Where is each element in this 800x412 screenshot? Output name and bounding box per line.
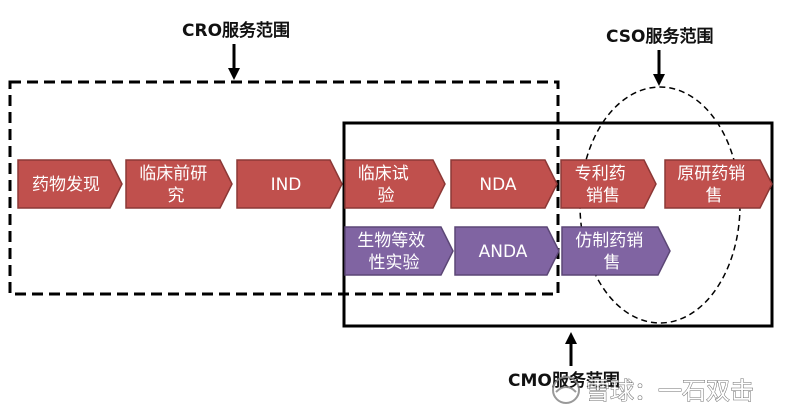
node-shape [450,159,558,209]
cso-range-label: CSO服务范围 [606,26,714,47]
cro-pointer-arrow [228,44,240,80]
node-shape [664,159,773,209]
cro-range-label: CRO服务范围 [182,20,290,41]
node-origin-sales: 原研药销 售 [677,164,750,206]
cmo-range-label: CMO服务范围 [508,370,620,391]
node-shape [344,226,454,276]
node-anda: ANDA [479,242,528,262]
node-shape [560,159,657,209]
node-ind: IND [271,175,302,195]
watermark-text: 雪球：一石双击 [586,377,754,405]
node-patent-sales: 专利药 销售 [575,164,631,206]
cmo-range-box [342,121,774,328]
node-generic-sales: 仿制药销 售 [575,231,648,273]
node-discovery: 药物发现 [32,175,100,195]
node-shape [454,226,560,276]
node-shape [236,159,343,209]
node-nda: NDA [479,175,517,195]
node-clinical: 临床试 验 [358,164,414,206]
cmo-pointer-arrow [565,332,577,366]
watermark: 雪球：一石双击 [552,376,755,406]
node-shape [344,159,446,209]
node-shape [125,159,233,209]
node-shape [17,159,123,209]
snowball-logo-icon [552,376,580,404]
node-shape [561,226,671,276]
node-bioequivalence: 生物等效 性实验 [357,231,430,273]
cro-range-box [8,80,560,296]
cso-pointer-arrow [653,50,665,86]
node-preclinical: 临床前研 究 [139,164,212,206]
